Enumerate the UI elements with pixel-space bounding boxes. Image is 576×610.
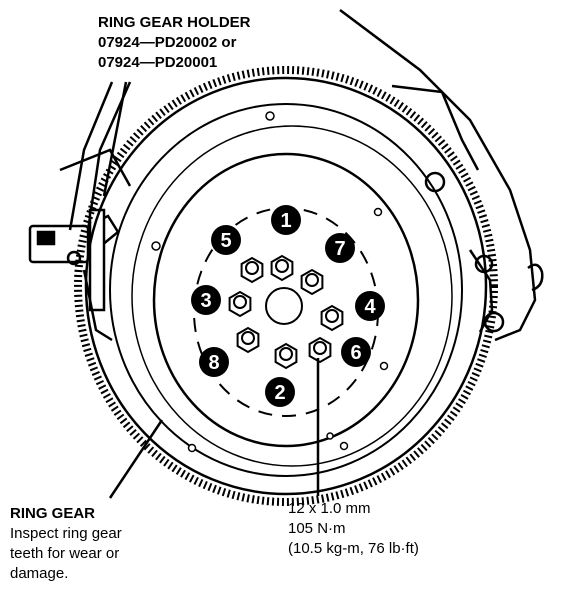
- sequence-marker-6: 6: [341, 337, 371, 367]
- sequence-number: 6: [350, 342, 361, 364]
- sequence-marker-2: 2: [265, 377, 295, 407]
- bolt-torque-alt: (10.5 kg-m, 76 lb·ft): [288, 540, 419, 557]
- sequence-marker-7: 7: [325, 233, 355, 263]
- sequence-number: 5: [220, 230, 231, 252]
- holder-part-number-1: 07924—PD20002 or: [98, 34, 237, 51]
- leader-lines: [102, 81, 320, 499]
- flywheel-holes: [151, 111, 389, 453]
- flywheel-bolt: [236, 326, 260, 354]
- holder-part-number-2: 07924—PD20001: [98, 54, 218, 71]
- ring-gear-note-line-2: teeth for wear or: [10, 545, 120, 562]
- ring-gear: [74, 66, 498, 506]
- sequence-number: 3: [200, 290, 211, 312]
- sequence-number: 2: [274, 382, 285, 404]
- sequence-number: 8: [208, 352, 219, 374]
- flywheel-bolt: [274, 342, 298, 370]
- flywheel-bolts: [228, 254, 344, 370]
- holder-title: RING GEAR HOLDER: [98, 14, 251, 31]
- sequence-marker-5: 5: [211, 225, 241, 255]
- flywheel-bolt: [308, 336, 332, 364]
- flywheel-bolt: [300, 268, 324, 296]
- sequence-marker-8: 8: [199, 347, 229, 377]
- sequence-number: 7: [334, 238, 345, 260]
- ring-gear-note-line-1: Inspect ring gear: [10, 525, 122, 542]
- ring-gear-label: RING GEAR Inspect ring gear teeth for we…: [10, 505, 122, 585]
- ring-gear-holder-tool: [28, 81, 132, 342]
- sequence-number: 4: [364, 296, 376, 318]
- ring-gear-title: RING GEAR: [10, 505, 96, 522]
- flywheel-bolt: [270, 254, 294, 282]
- bolt-size: 12 x 1.0 mm: [288, 500, 371, 517]
- ring-gear-note-line-3: damage.: [10, 565, 69, 582]
- engine-housing: [339, 9, 544, 342]
- tightening-sequence: 1 2 3 4 5 6 7 8: [191, 205, 385, 407]
- ring-gear-holder-label: RING GEAR HOLDER 07924—PD20002 or 07924—…: [98, 14, 251, 74]
- flywheel-bolt: [228, 290, 252, 318]
- sequence-marker-4: 4: [355, 291, 385, 321]
- bolt-spec-label: 12 x 1.0 mm 105 N·m (10.5 kg-m, 76 lb·ft…: [288, 500, 419, 560]
- flywheel-bolt: [320, 304, 344, 332]
- sequence-marker-3: 3: [191, 285, 221, 315]
- sequence-number: 1: [280, 210, 291, 232]
- flywheel-bolt: [240, 256, 264, 284]
- bolt-torque-nm: 105 N·m: [288, 520, 346, 537]
- sequence-marker-1: 1: [271, 205, 301, 235]
